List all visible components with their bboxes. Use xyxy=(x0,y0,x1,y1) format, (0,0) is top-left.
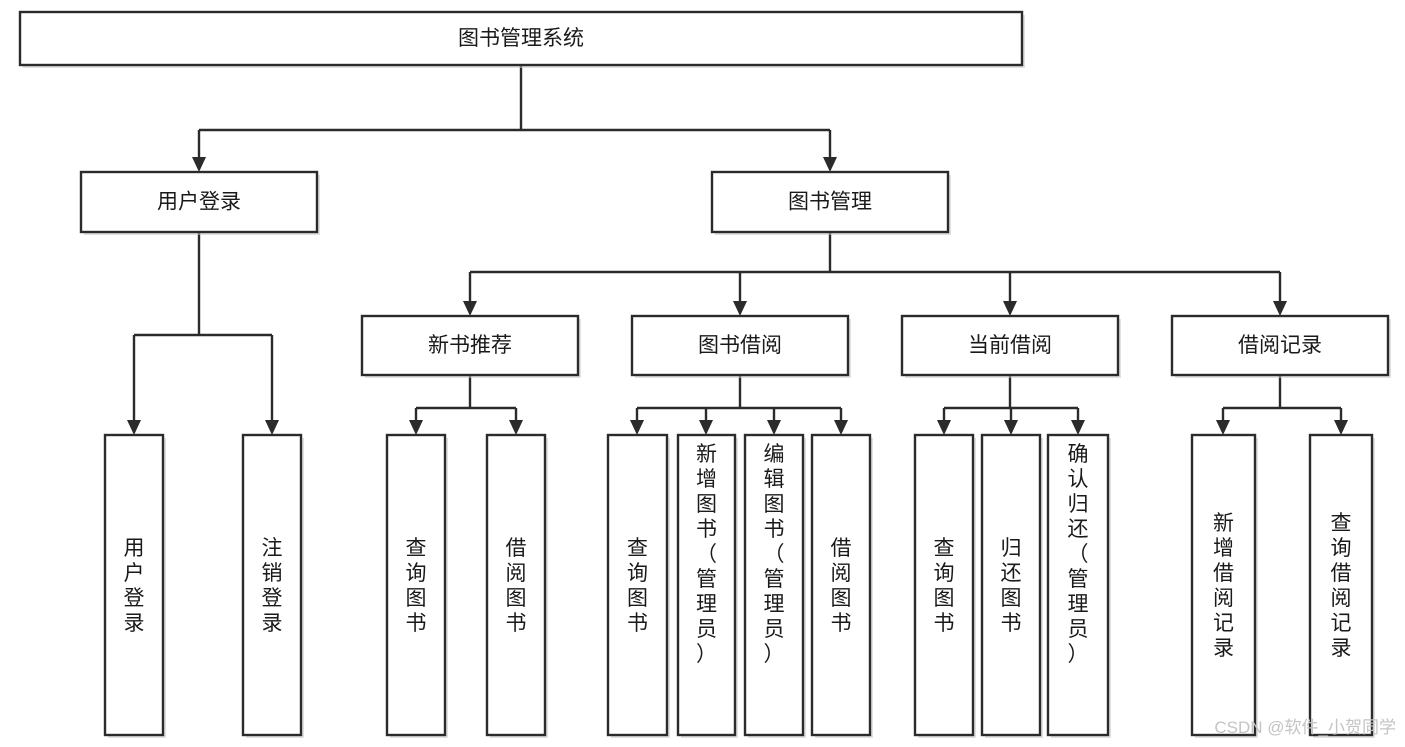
connector-module-1-to-actions xyxy=(409,375,523,435)
leaf-node-label: 查询借阅记录 xyxy=(1331,512,1352,660)
leaf-node-8[interactable]: 借阅图书 xyxy=(810,433,873,738)
connector-layer xyxy=(127,65,1348,435)
connector-login-to-actions xyxy=(127,232,279,435)
level2-node-1[interactable]: 用户登录 xyxy=(79,170,320,235)
leaf-node-3[interactable]: 查询图书 xyxy=(385,433,448,738)
root-node-box[interactable] xyxy=(18,10,1024,67)
leaf-node-1[interactable]: 用户登录 xyxy=(103,433,166,738)
leaf-node-label: 查询图书 xyxy=(934,537,955,635)
leaf-node-box[interactable] xyxy=(980,433,1042,737)
leaf-node-label: 注销登录 xyxy=(262,537,283,635)
leaf-node-label: 查询图书 xyxy=(406,537,427,635)
leaf-node-box[interactable] xyxy=(1046,433,1110,737)
level2-node-2[interactable]: 图书管理 xyxy=(710,170,951,235)
connector-book-mgmt-to-modules xyxy=(463,232,1287,316)
level3-node-box[interactable] xyxy=(1170,314,1390,377)
leaf-node-label: 用户登录 xyxy=(124,537,145,635)
leaf-node-label: 新增图书（管理员） xyxy=(696,443,717,666)
level3-node-label: 当前借阅 xyxy=(968,334,1052,357)
leaf-node-box[interactable] xyxy=(913,433,975,737)
leaf-node-7[interactable]: 编辑图书（管理员） xyxy=(743,433,806,738)
leaf-node-13[interactable]: 查询借阅记录 xyxy=(1308,433,1375,738)
leaf-node-11[interactable]: 确认归还（管理员） xyxy=(1046,433,1111,738)
level2-node-box[interactable] xyxy=(79,170,319,234)
level3-node-3[interactable]: 当前借阅 xyxy=(900,314,1121,378)
level2-node-label: 用户登录 xyxy=(157,191,241,214)
level3-node-label: 图书借阅 xyxy=(698,334,782,357)
connector-module-3-to-actions xyxy=(937,375,1085,435)
level3-node-box[interactable] xyxy=(360,314,580,377)
node-layer: 图书管理系统用户登录图书管理新书推荐图书借阅当前借阅借阅记录用户登录注销登录查询… xyxy=(18,10,1391,738)
level3-node-box[interactable] xyxy=(630,314,850,377)
leaf-node-4[interactable]: 借阅图书 xyxy=(485,433,548,738)
leaf-node-label: 查询图书 xyxy=(627,537,648,635)
leaf-node-box[interactable] xyxy=(241,433,303,737)
leaf-node-label: 归还图书 xyxy=(1001,537,1022,635)
level3-node-4[interactable]: 借阅记录 xyxy=(1170,314,1391,378)
leaf-node-9[interactable]: 查询图书 xyxy=(913,433,976,738)
connector-root-to-level2 xyxy=(192,65,837,172)
level3-node-label: 新书推荐 xyxy=(428,334,512,357)
leaf-node-label: 确认归还（管理员） xyxy=(1068,443,1089,666)
leaf-node-label: 借阅图书 xyxy=(831,537,852,635)
root-node-1[interactable]: 图书管理系统 xyxy=(18,10,1025,68)
leaf-node-box[interactable] xyxy=(606,433,669,737)
level2-node-box[interactable] xyxy=(710,170,950,234)
leaf-node-box[interactable] xyxy=(103,433,165,737)
leaf-node-10[interactable]: 归还图书 xyxy=(980,433,1043,738)
connector-module-4-to-actions xyxy=(1216,375,1348,435)
leaf-node-box[interactable] xyxy=(676,433,737,737)
leaf-node-12[interactable]: 新增借阅记录 xyxy=(1190,433,1258,738)
leaf-node-label: 新增借阅记录 xyxy=(1213,512,1234,660)
leaf-node-5[interactable]: 查询图书 xyxy=(606,433,670,738)
csdn-watermark: CSDN @软件_小贺同学 xyxy=(1214,718,1396,737)
level3-node-label: 借阅记录 xyxy=(1238,334,1322,357)
leaf-node-6[interactable]: 新增图书（管理员） xyxy=(676,433,738,738)
level3-node-1[interactable]: 新书推荐 xyxy=(360,314,581,378)
level3-node-2[interactable]: 图书借阅 xyxy=(630,314,851,378)
level3-node-box[interactable] xyxy=(900,314,1120,377)
root-node-label: 图书管理系统 xyxy=(458,27,584,50)
leaf-node-2[interactable]: 注销登录 xyxy=(241,433,304,738)
leaf-node-box[interactable] xyxy=(485,433,547,737)
level2-node-label: 图书管理 xyxy=(788,191,872,214)
leaf-node-label: 编辑图书（管理员） xyxy=(764,443,785,666)
leaf-node-box[interactable] xyxy=(385,433,447,737)
leaf-node-box[interactable] xyxy=(1190,433,1257,737)
leaf-node-box[interactable] xyxy=(810,433,872,737)
leaf-node-label: 借阅图书 xyxy=(506,537,527,635)
leaf-node-box[interactable] xyxy=(743,433,805,737)
connector-module-2-to-actions xyxy=(630,375,848,435)
leaf-node-box[interactable] xyxy=(1308,433,1374,737)
